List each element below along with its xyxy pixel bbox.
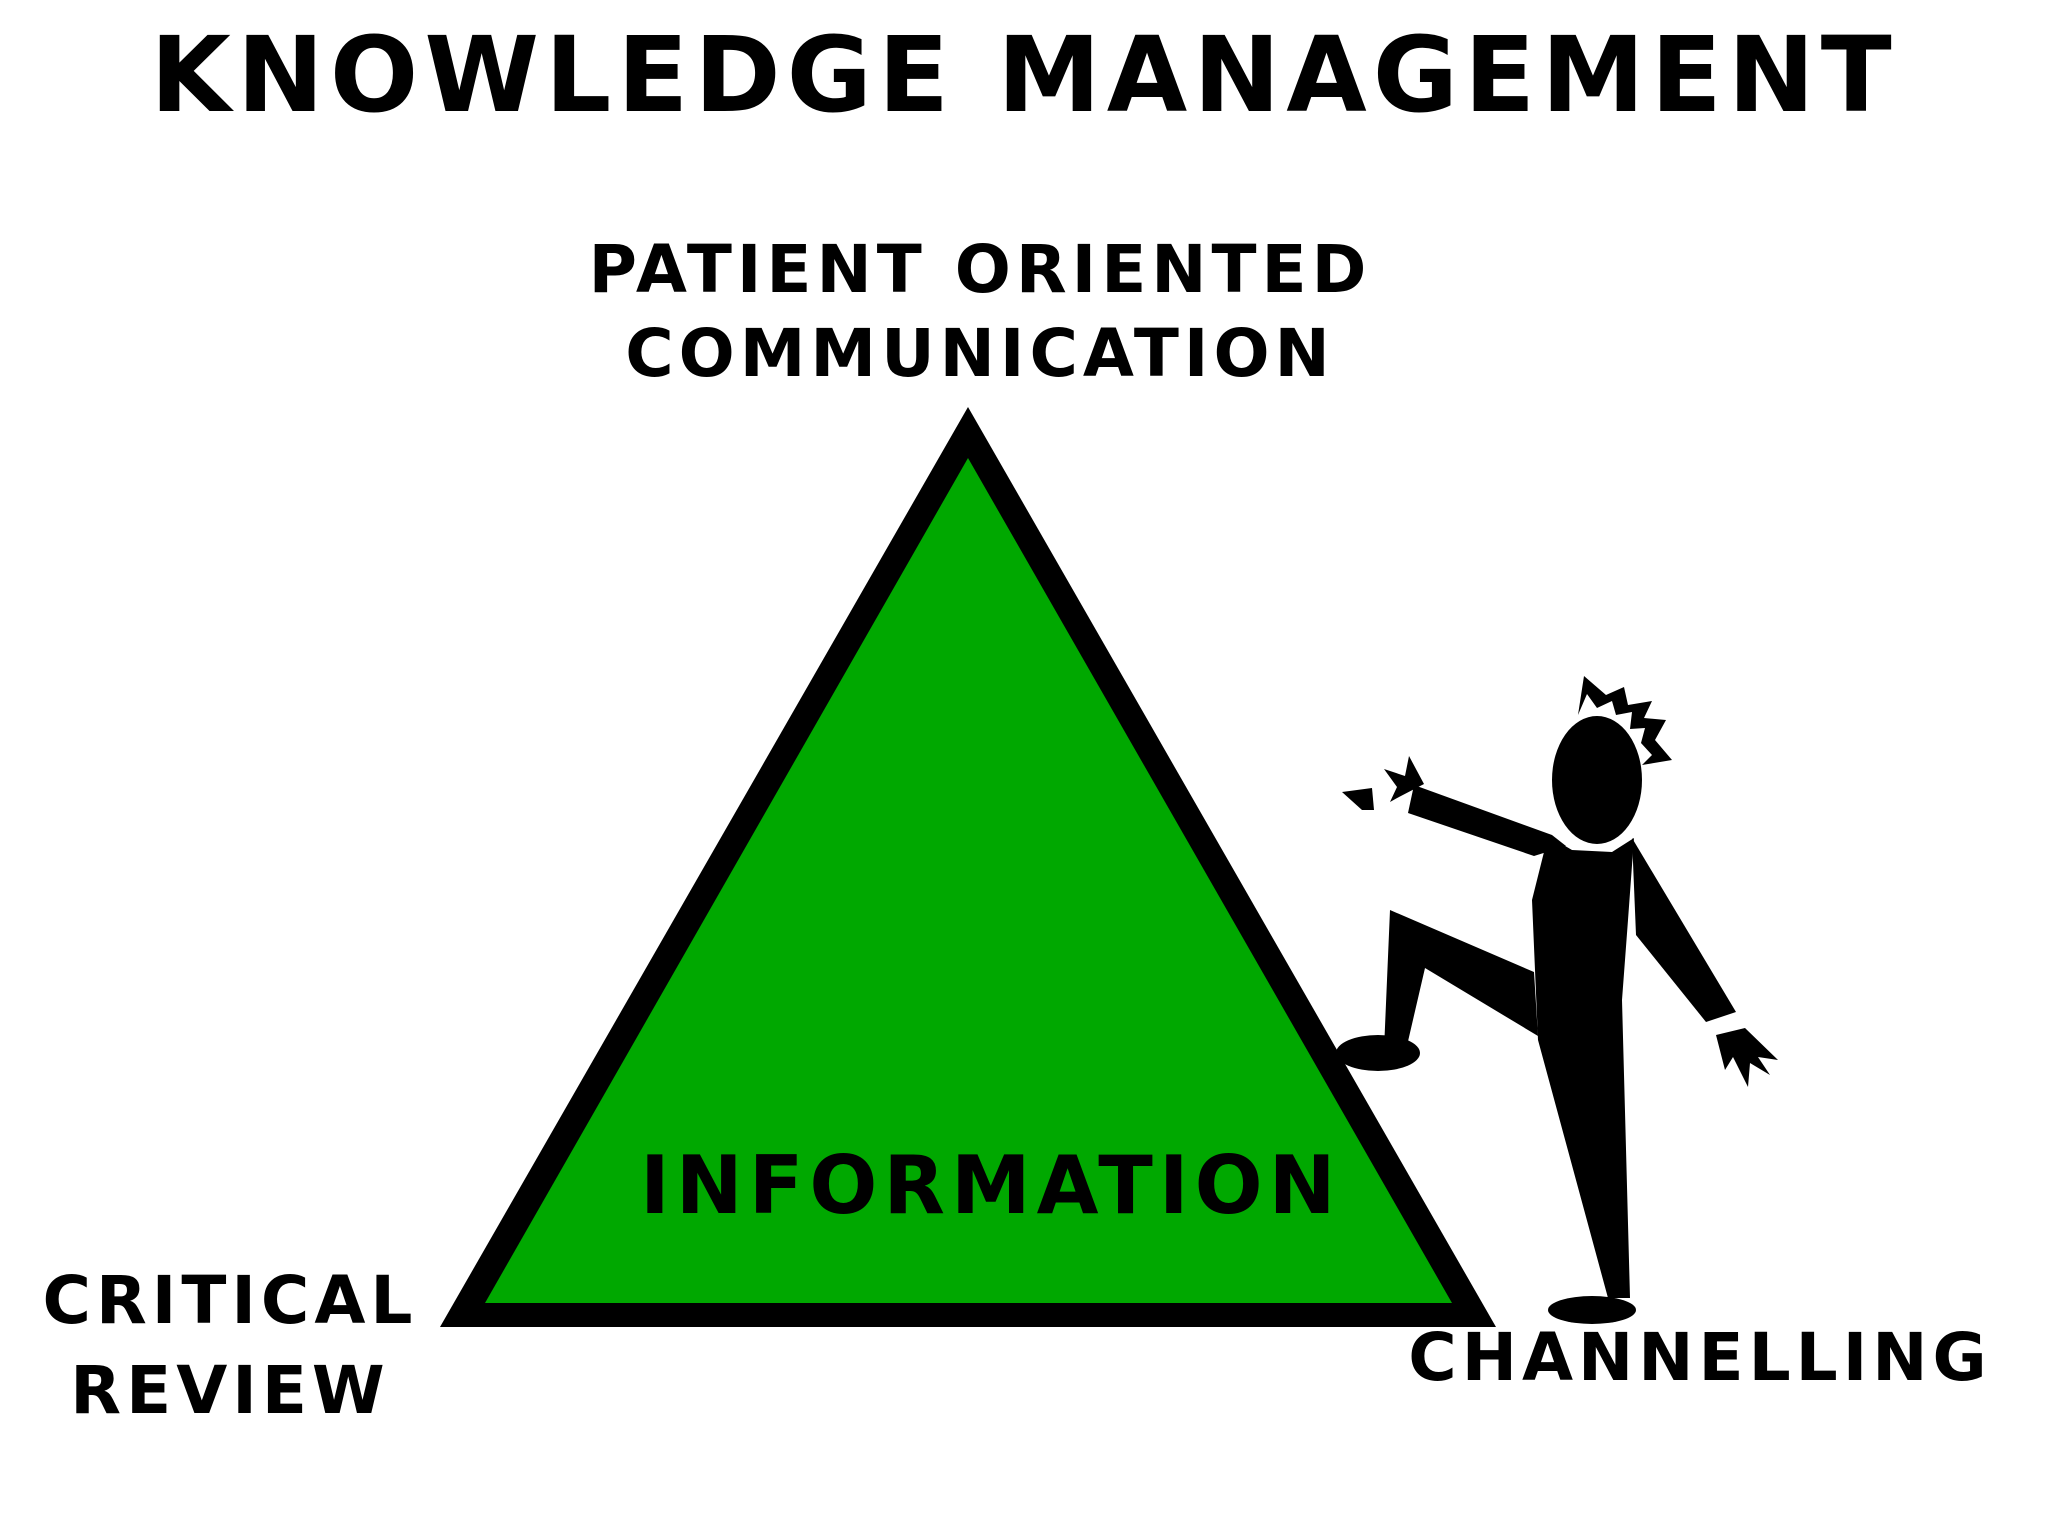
stick-figure-climbing-icon <box>1336 676 1778 1324</box>
vertex-label-top-line-1: PATIENT ORIENTED <box>588 231 1372 308</box>
vertex-label-bottom-left-line-2: REVIEW <box>70 1352 390 1429</box>
vertex-label-bottom-left-line-1: CRITICAL <box>42 1262 418 1339</box>
vertex-label-top: PATIENT ORIENTED COMMUNICATION <box>500 228 1460 396</box>
triangle-fill <box>485 458 1452 1303</box>
center-label: INFORMATION <box>640 1139 1342 1232</box>
vertex-label-bottom-right: CHANNELLING <box>1408 1319 1992 1396</box>
diagram-title: KNOWLEDGE MANAGEMENT <box>150 14 1898 136</box>
vertex-label-top-line-2: COMMUNICATION <box>625 315 1335 392</box>
vertex-label-bottom-left: CRITICAL REVIEW <box>20 1256 440 1436</box>
